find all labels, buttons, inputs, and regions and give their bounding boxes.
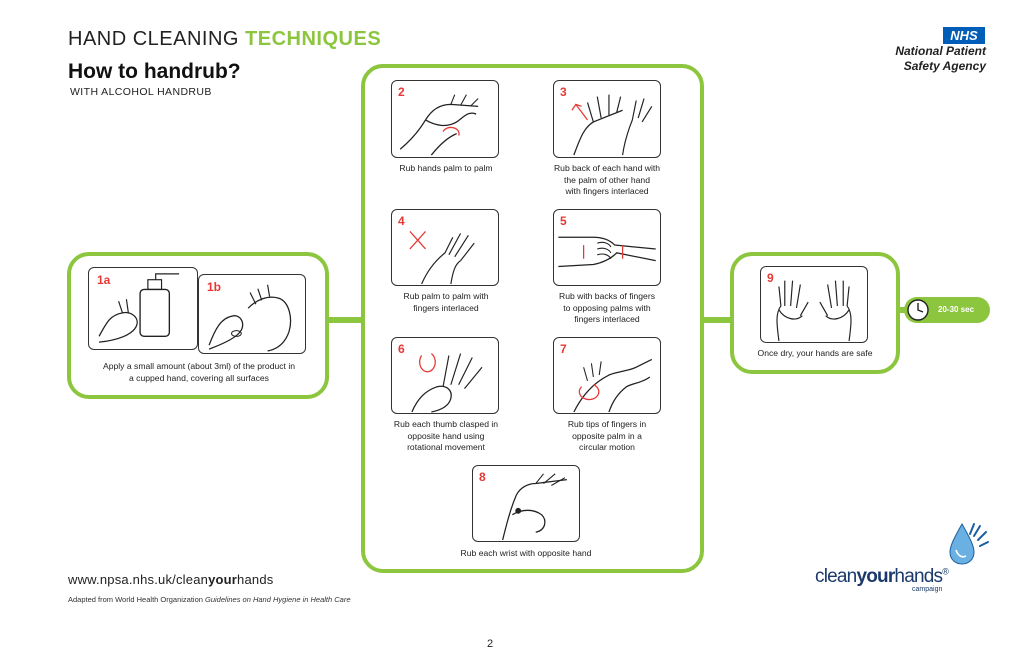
title-part1: HAND CLEANING — [68, 28, 246, 50]
step-3-caption-line3: with fingers interlaced — [565, 186, 649, 196]
website-url[interactable]: www.npsa.nhs.uk/cleanyourhands — [68, 572, 273, 587]
fingertips-palm-icon — [573, 358, 653, 413]
clean-hands-icon — [776, 280, 852, 342]
logo-part3: hands — [894, 566, 943, 587]
water-drop-hands-icon — [940, 520, 990, 566]
adapted-prefix: Adapted from World Health Organization — [68, 595, 206, 604]
step-8-image: 8 — [472, 465, 580, 542]
back-of-hand-icon — [571, 94, 653, 156]
step-1b-image: 1b — [198, 274, 306, 354]
step-7-number: 7 — [560, 342, 567, 356]
step-6-caption-line2: opposite hand using — [407, 430, 485, 441]
step-5-image: 5 — [553, 209, 661, 286]
clock-icon — [906, 298, 930, 322]
step-7-caption-line3: circular motion — [579, 442, 635, 452]
step-4-number: 4 — [398, 214, 405, 228]
step-1a-number: 1a — [97, 273, 111, 287]
step-7-caption-line1: Rub tips of fingers in — [567, 419, 647, 429]
step-6-caption-line3: rotational movement — [407, 442, 485, 452]
title-part2: TECHNIQUES — [245, 28, 382, 50]
step-8-caption: Rub each wrist with opposite hand — [436, 548, 616, 560]
org-name: National Patient Safety Agency — [895, 44, 986, 74]
step-5-caption-line1: Rub with backs of fingers — [558, 291, 655, 301]
step-2-caption: Rub hands palm to palm — [376, 163, 516, 175]
connector-timer — [898, 307, 908, 313]
url-part3: hands — [237, 572, 274, 587]
step-9-image: 9 — [760, 266, 868, 343]
page-number: 2 — [487, 638, 494, 650]
step-3-number: 3 — [560, 85, 567, 99]
step-3-image: 3 — [553, 80, 661, 158]
step1-caption-line1: Apply a small amount (about 3ml) of the … — [102, 361, 296, 371]
url-part2: your — [208, 572, 238, 587]
nhs-logo: NHS — [943, 27, 985, 44]
step-4-image: 4 — [391, 209, 499, 286]
wrist-rub-icon — [502, 473, 567, 541]
step-8-number: 8 — [479, 470, 486, 484]
logo-reg: ® — [942, 566, 949, 577]
step-3-caption-line2: the palm of other hand — [564, 174, 650, 185]
step1-caption: Apply a small amount (about 3ml) of the … — [78, 361, 320, 384]
connector-left — [325, 317, 365, 323]
palm-to-palm-icon — [399, 94, 479, 156]
url-part1: www.npsa.nhs.uk/clean — [68, 572, 209, 587]
step-7-image: 7 — [553, 337, 661, 414]
step-2-image: 2 — [391, 80, 499, 158]
step-6-caption: Rub each thumb clasped in opposite hand … — [376, 419, 516, 454]
step-8-caption-line1: Rub each wrist with opposite hand — [460, 548, 592, 558]
tagline: WITH ALCOHOL HANDRUB — [70, 86, 212, 98]
campaign-logo: cleanyourhands® — [815, 566, 949, 588]
step-9-caption-line1: Once dry, your hands are safe — [757, 348, 873, 358]
step-1a-image: 1a — [88, 267, 198, 350]
timer-label: 20-30 sec — [938, 305, 975, 314]
connector-right — [700, 317, 734, 323]
logo-part1: clean — [815, 566, 857, 587]
step-5-number: 5 — [560, 214, 567, 228]
step-3-caption-line1: Rub back of each hand with — [553, 163, 661, 173]
step-2-number: 2 — [398, 85, 405, 99]
step-4-caption-line1: Rub palm to palm with — [403, 291, 489, 301]
step-6-number: 6 — [398, 342, 405, 356]
step-4-caption-line2: fingers interlaced — [413, 302, 479, 313]
org-line1: National Patient — [895, 44, 986, 58]
org-line2: Safety Agency — [903, 59, 986, 73]
step1-caption-line2: a cupped hand, covering all surfaces — [129, 372, 269, 383]
dispenser-hand-icon — [98, 273, 180, 343]
step-2-caption-line1: Rub hands palm to palm — [399, 163, 493, 173]
step-9-caption: Once dry, your hands are safe — [740, 348, 890, 360]
page-title: HAND CLEANING TECHNIQUES — [68, 28, 381, 51]
step-5-caption-line2: to opposing palms with — [563, 302, 651, 313]
interlaced-fingers-icon — [409, 231, 475, 285]
step-7-caption: Rub tips of fingers in opposite palm in … — [537, 419, 677, 454]
logo-part2: your — [856, 566, 895, 587]
step-3-caption: Rub back of each hand with the palm of o… — [537, 163, 677, 198]
step-9-number: 9 — [767, 271, 774, 285]
step-6-caption-line1: Rub each thumb clasped in — [393, 419, 499, 429]
thumb-rotation-icon — [411, 353, 483, 413]
step-4-caption: Rub palm to palm with fingers interlaced — [376, 291, 516, 314]
backs-of-fingers-icon — [558, 236, 656, 268]
logo-campaign-label: campaign — [912, 586, 943, 593]
step-1b-number: 1b — [207, 280, 222, 294]
step-5-caption: Rub with backs of fingers to opposing pa… — [537, 291, 677, 326]
step-6-image: 6 — [391, 337, 499, 414]
cupped-hand-icon — [208, 284, 292, 352]
step-5-caption-line3: fingers interlaced — [574, 314, 640, 324]
adapted-italic: Guidelines on Hand Hygiene in Health Car… — [205, 595, 351, 604]
step-7-caption-line2: opposite palm in a — [572, 430, 642, 441]
source-attribution: Adapted from World Health Organization G… — [68, 595, 351, 604]
subtitle: How to handrub? — [68, 60, 241, 83]
